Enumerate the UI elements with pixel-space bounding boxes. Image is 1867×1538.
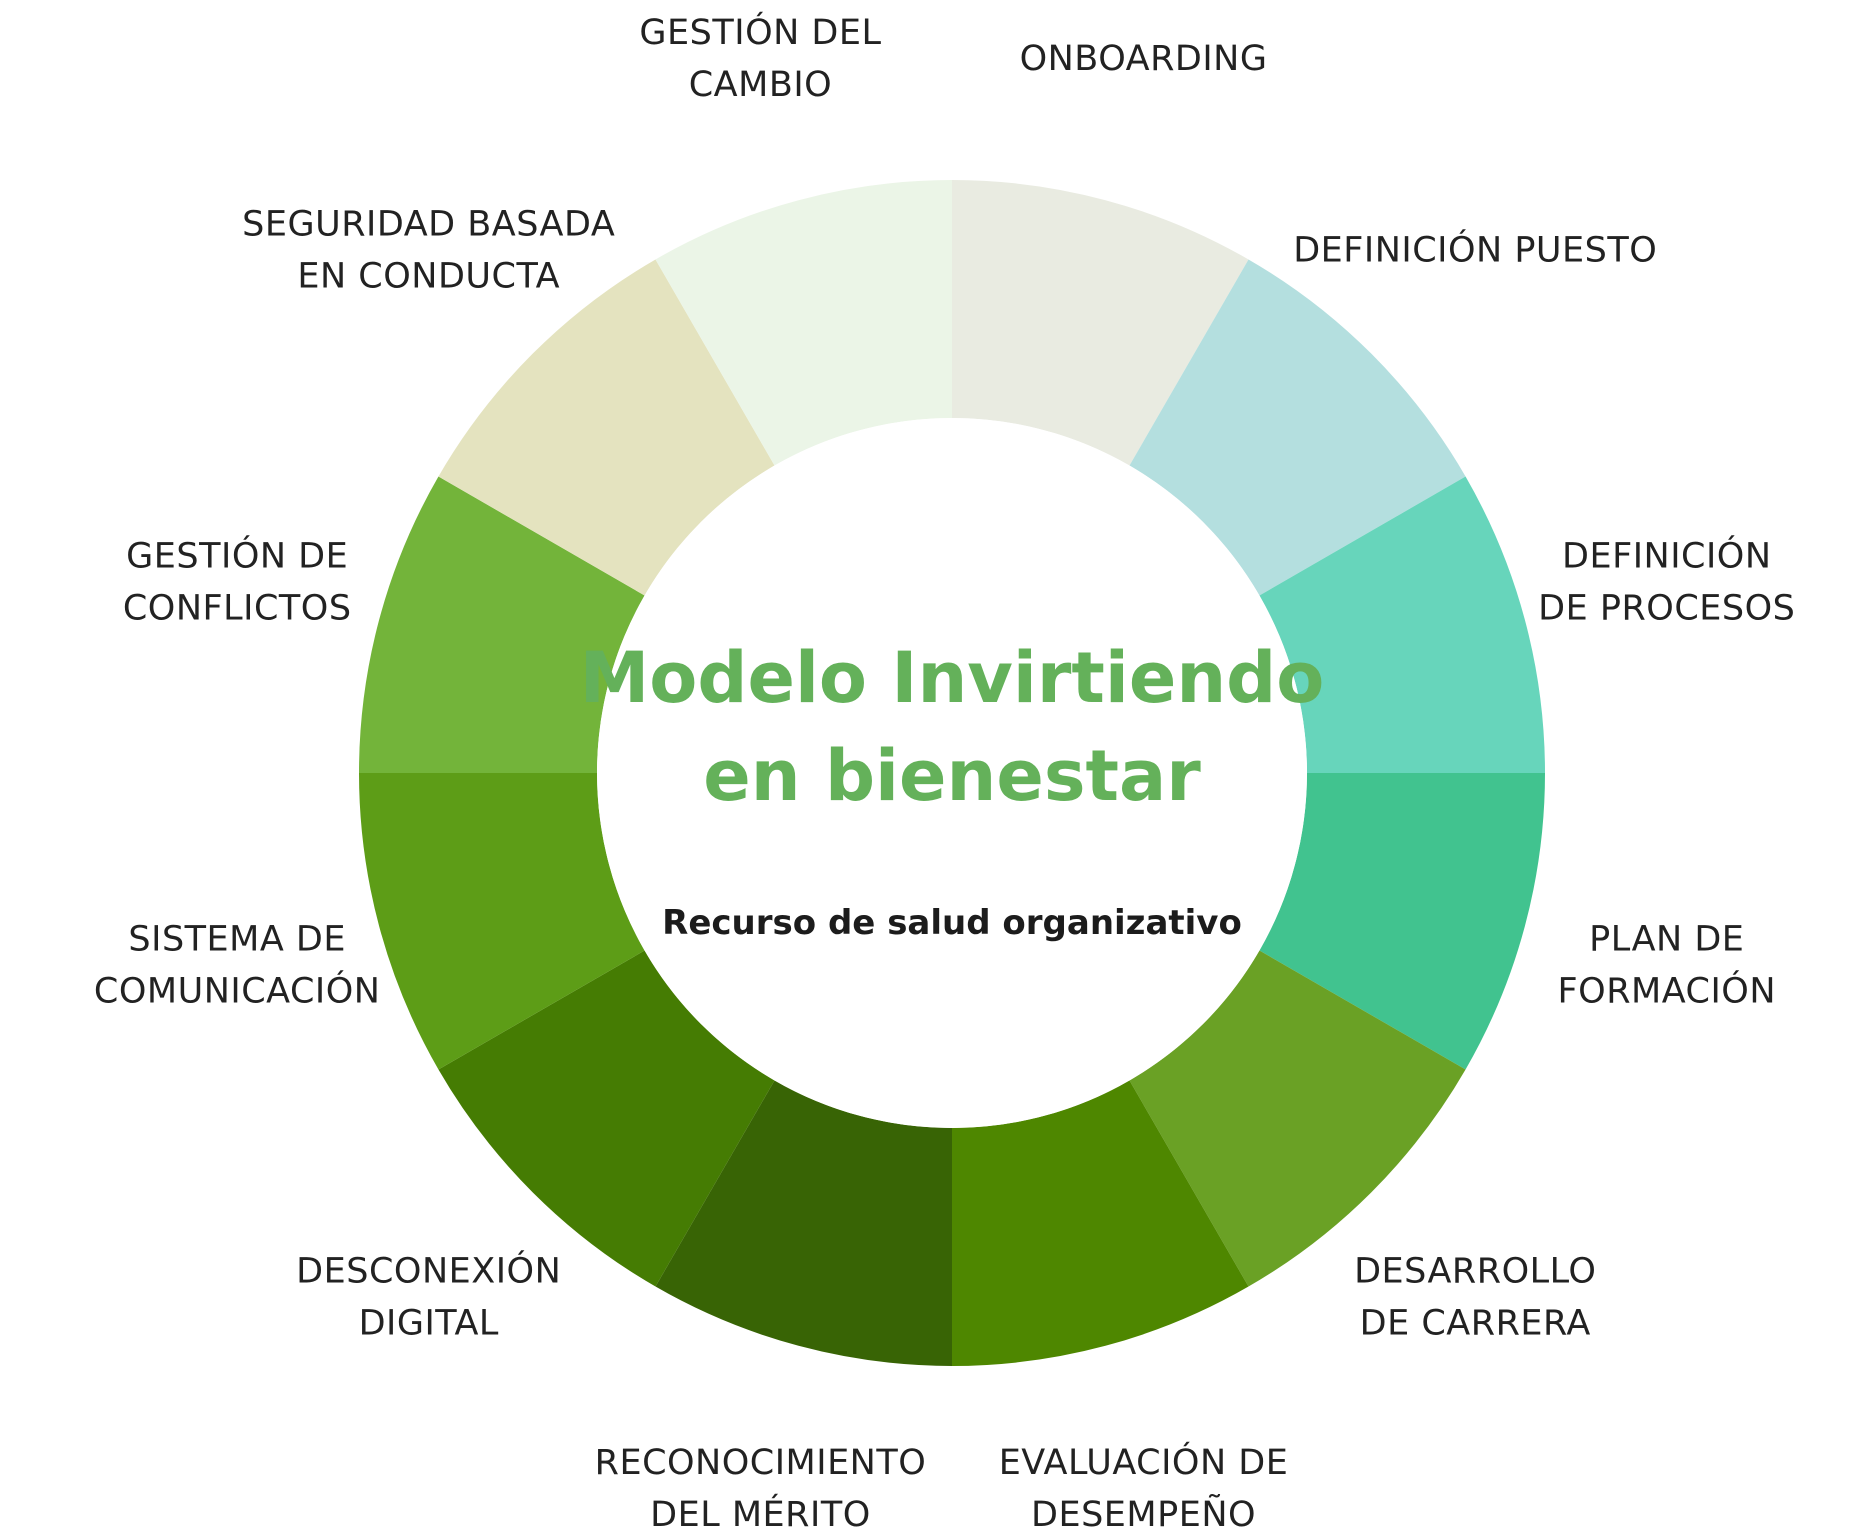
segment-label: EVALUACIÓN DE DESEMPEÑO	[999, 1441, 1289, 1535]
segment-label-line: GESTIÓN DE	[126, 534, 348, 576]
segment-label-line: DEFINICIÓN	[1562, 534, 1772, 576]
ring-segment	[952, 1080, 1249, 1366]
segment-label-line: DEL MÉRITO	[650, 1493, 871, 1535]
segment-label: RECONOCIMIENTO DEL MÉRITO	[595, 1443, 927, 1535]
segment-label-line: COMUNICACIÓN	[94, 970, 381, 1012]
segment-labels: ONBOARDING DEFINICIÓN PUESTO DEFINICIÓN DE …	[94, 11, 1795, 1535]
diagram-title-line-2: en bienestar	[703, 735, 1201, 817]
segment-label: GESTIÓN DEL CAMBIO	[639, 11, 881, 105]
segment-label: GESTIÓN DE CONFLICTOS	[123, 534, 352, 628]
segment-label: DEFINICIÓN PUESTO	[1293, 229, 1657, 271]
segment-label-line: DESEMPEÑO	[1031, 1493, 1256, 1535]
ring-segment	[655, 1080, 952, 1366]
diagram-title-line-1: Modelo Invirtiendo	[580, 637, 1325, 719]
ring-segment	[1259, 476, 1545, 773]
segment-label: SISTEMA DE COMUNICACIÓN	[94, 920, 381, 1012]
ring-segment	[1129, 950, 1466, 1287]
ring-segment	[952, 180, 1249, 466]
segment-label-line: DESCONEXIÓN	[296, 1249, 561, 1291]
segment-label: DESCONEXIÓN DIGITAL	[296, 1249, 561, 1343]
segment-label-line: CONFLICTOS	[123, 588, 352, 628]
segment-label: PLAN DE FORMACIÓN	[1558, 920, 1777, 1012]
segment-label-line: GESTIÓN DEL	[639, 11, 881, 53]
segment-label-line: ONBOARDING	[1020, 39, 1268, 79]
center-disc	[597, 418, 1307, 1128]
ring-segment	[1259, 773, 1545, 1070]
segment-label-line: SISTEMA DE	[128, 920, 346, 960]
segment-label-line: EN CONDUCTA	[297, 257, 560, 297]
segment-label-line: FORMACIÓN	[1558, 970, 1777, 1012]
ring-segment	[438, 259, 775, 596]
segment-ring	[359, 180, 1545, 1366]
segment-label-line: DEFINICIÓN PUESTO	[1293, 229, 1657, 271]
segment-label-line: EVALUACIÓN DE	[999, 1441, 1289, 1483]
segment-label: ONBOARDING	[1020, 39, 1268, 79]
segment-label: DEFINICIÓN DE PROCESOS	[1538, 534, 1795, 628]
segment-label-line: SEGURIDAD BASADA	[242, 205, 615, 245]
ring-segment	[1129, 259, 1466, 596]
ring-segment	[359, 773, 645, 1070]
segment-label-line: DESARROLLO	[1354, 1251, 1596, 1291]
segment-label: SEGURIDAD BASADA EN CONDUCTA	[242, 205, 615, 297]
segment-label-line: CAMBIO	[689, 65, 832, 105]
segment-label-line: DE CARRERA	[1360, 1303, 1591, 1343]
ring-segment	[359, 476, 645, 773]
ring-segment	[655, 180, 952, 466]
segment-label-line: DIGITAL	[359, 1303, 499, 1343]
diagram-subtitle: Recurso de salud organizativo	[662, 903, 1242, 943]
segment-label-line: PLAN DE	[1589, 920, 1744, 960]
segment-label-line: DE PROCESOS	[1538, 588, 1795, 628]
ring-segment	[438, 950, 775, 1287]
segment-label-line: RECONOCIMIENTO	[595, 1443, 927, 1483]
segment-label: DESARROLLO DE CARRERA	[1354, 1251, 1596, 1343]
